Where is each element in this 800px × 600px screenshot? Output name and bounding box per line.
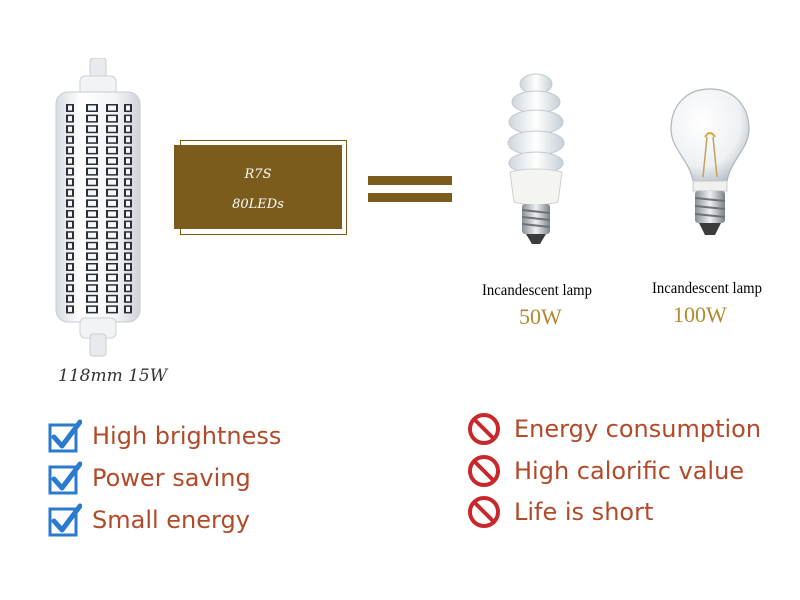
advantage-label: High brightness	[92, 422, 282, 450]
advantage-item: Power saving	[48, 460, 251, 496]
disadvantage-label: High calorific value	[514, 457, 745, 485]
advantage-label: Power saving	[92, 464, 251, 492]
spiral-lamp-image	[507, 73, 565, 244]
led-r7s-bulb-image	[55, 58, 141, 357]
incandescent-bulb-image	[670, 88, 750, 235]
advantage-item: Small energy	[48, 502, 250, 538]
advantage-item: High brightness	[48, 418, 281, 454]
led-size-power-label: 118mm 15W	[58, 366, 168, 386]
disadvantage-item: Energy consumption	[466, 411, 761, 447]
disadvantage-label: Life is short	[514, 498, 654, 526]
equals-sign-top-bar	[368, 176, 452, 185]
prohibited-icon	[468, 455, 500, 487]
spec-box: R7S 80LEDs	[174, 145, 342, 229]
prohibited-icon	[468, 496, 500, 528]
disadvantage-item: Life is short	[466, 494, 653, 530]
lamp-watt-50w: 50W	[519, 304, 562, 329]
disadvantage-item: High calorific value	[466, 453, 744, 489]
checkbox-check-icon	[48, 461, 82, 495]
lamp-caption-50w: Incandescent lamp	[482, 282, 592, 299]
checkbox-check-icon	[48, 503, 82, 537]
advantage-label: Small energy	[92, 506, 250, 534]
prohibited-icon	[468, 413, 500, 445]
spec-led-count: 80LEDs	[232, 197, 284, 212]
spec-base-type: R7S	[244, 167, 272, 182]
disadvantage-label: Energy consumption	[514, 415, 762, 443]
lamp-caption-100w: Incandescent lamp	[652, 280, 762, 297]
equals-sign-bottom-bar	[368, 193, 452, 202]
checkbox-check-icon	[48, 419, 82, 453]
lamp-watt-100w: 100W	[673, 302, 727, 327]
